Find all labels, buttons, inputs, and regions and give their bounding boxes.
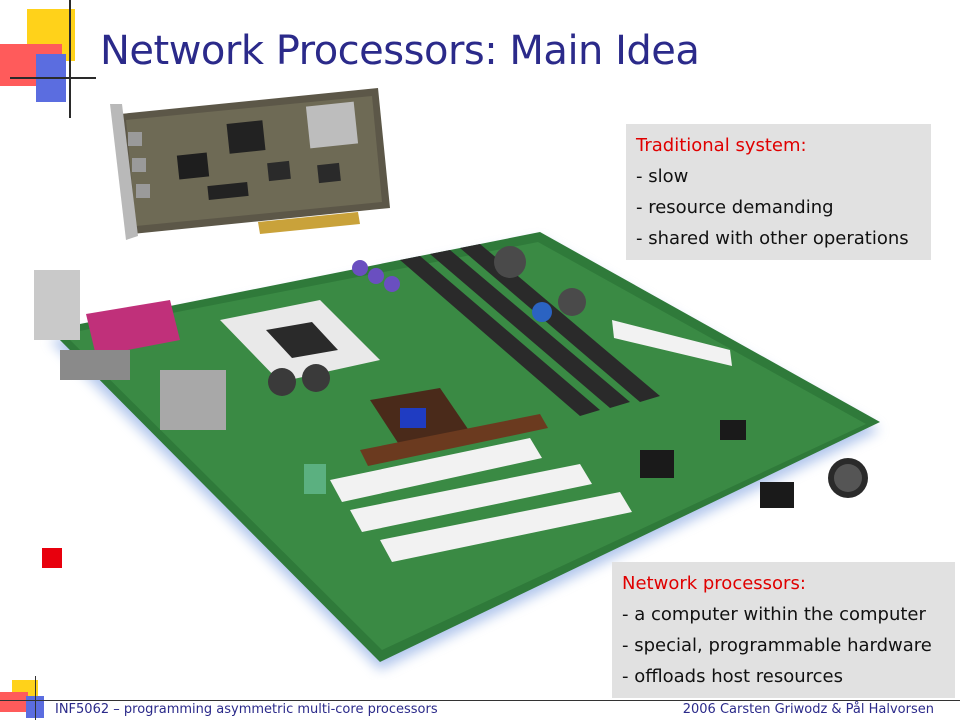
traditional-item: - resource demanding <box>636 197 834 218</box>
traditional-item: - slow <box>636 166 689 187</box>
footer-divider <box>0 700 960 701</box>
slide-title: Network Processors: Main Idea <box>100 28 700 74</box>
footer-decoration-vline <box>35 676 36 720</box>
network-item: - a computer within the computer <box>622 604 926 625</box>
network-processors-box: Network processors: - a computer within … <box>612 562 955 698</box>
traditional-item: - shared with other operations <box>636 228 909 249</box>
corner-decoration-hline <box>10 77 96 79</box>
motherboard-image <box>34 232 880 670</box>
traditional-system-box: Traditional system: - slow - resource de… <box>626 124 931 260</box>
network-item: - offloads host resources <box>622 666 844 687</box>
network-card-image <box>110 88 390 240</box>
corner-decoration-vline <box>69 0 71 118</box>
footer-authors: 2006 Carsten Griwodz & Pål Halvorsen <box>682 702 934 717</box>
footer-course: INF5062 – programming asymmetric multi-c… <box>55 702 438 717</box>
traditional-heading: Traditional system: <box>636 135 807 156</box>
bullet-marker <box>42 548 62 568</box>
network-item: - special, programmable hardware <box>622 635 932 656</box>
footer-decoration-red <box>0 692 28 712</box>
network-heading: Network processors: <box>622 573 806 594</box>
